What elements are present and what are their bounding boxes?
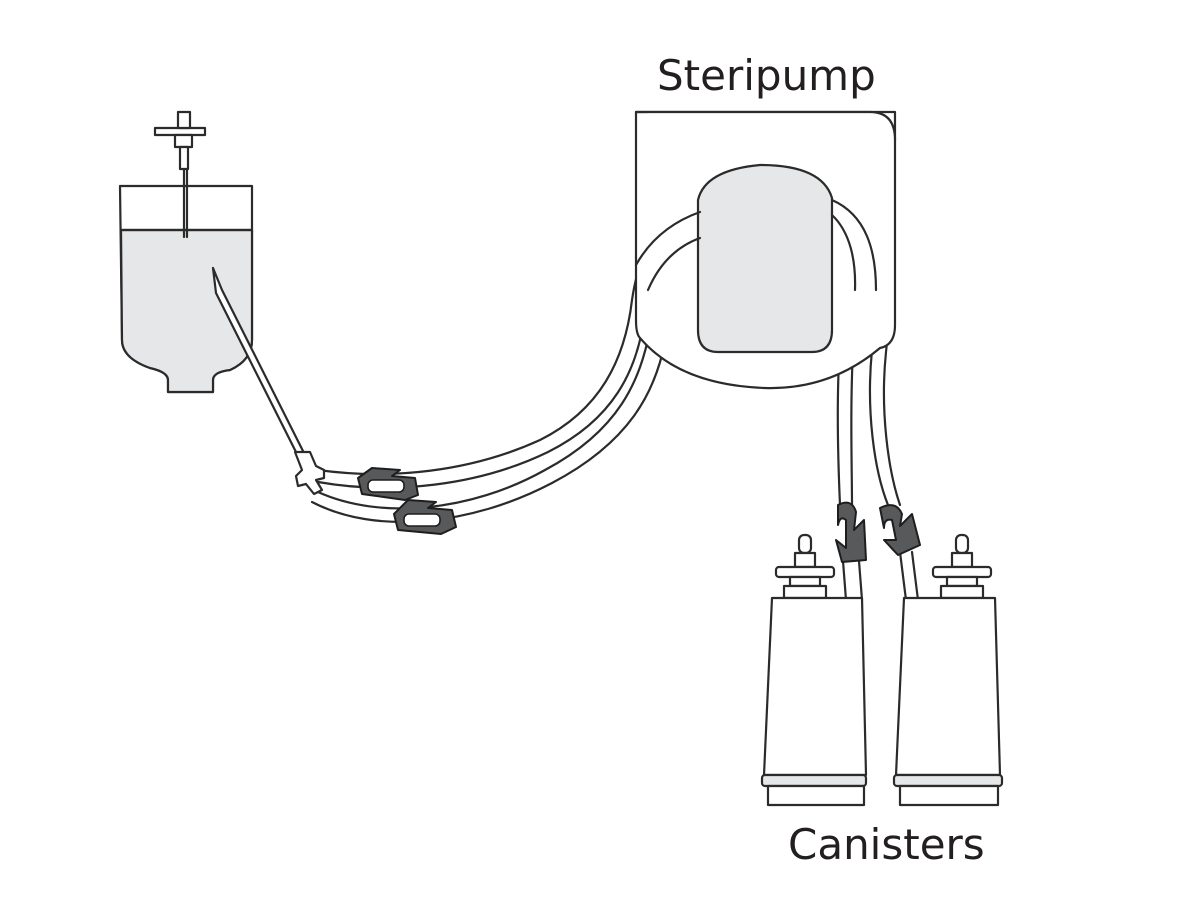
steripump [634,110,897,390]
tube-clamp-icon [357,467,419,501]
tube-clamp-icon [835,501,867,563]
pump-tube-wrap [634,198,878,292]
tube-clamp-icon [393,499,457,535]
canister-right [892,533,1004,807]
vent-filter-icon [153,110,207,239]
source-bag [118,184,254,394]
canister-left [760,533,868,807]
y-connector [293,450,326,496]
steripump-label: Steripump [657,51,876,100]
canisters-label: Canisters [788,820,985,869]
tube-clamp-icon [879,504,921,556]
